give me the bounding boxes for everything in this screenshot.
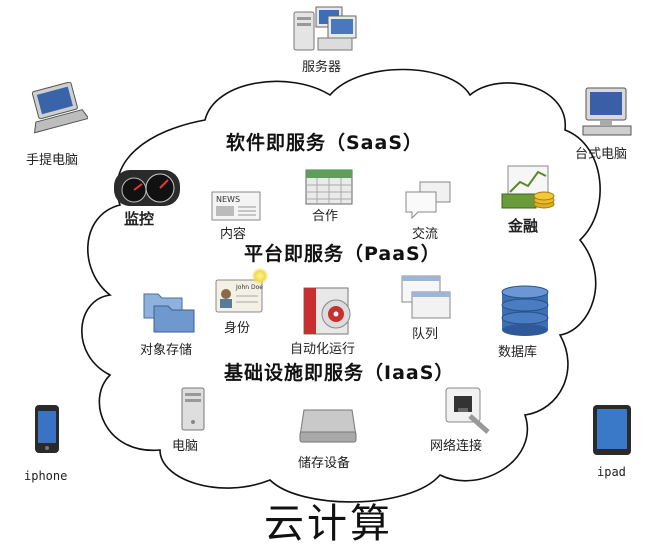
hard-drive-icon [299, 409, 357, 443]
ipad-label: ipad [597, 465, 626, 479]
speedometer-icon [114, 170, 180, 206]
database-icon [501, 285, 549, 336]
monitor-label: 监控 [124, 210, 155, 228]
chat-label: 交流 [412, 227, 439, 242]
page-title: 云计算 [264, 501, 393, 547]
calendar-icon [305, 169, 353, 205]
server-label: 服务器 [302, 60, 342, 75]
ethernet-port-icon [445, 387, 490, 434]
install-box-icon [303, 287, 351, 335]
iphone-icon [35, 405, 59, 453]
desktop-label: 台式电脑 [575, 147, 628, 162]
computer-tower-icon [181, 387, 205, 431]
storage-label: 对象存储 [140, 343, 193, 358]
finance-icon [501, 165, 555, 209]
iaas-heading: 基础设施即服务（IaaS） [224, 362, 455, 384]
iphone-label: iphone [24, 469, 68, 483]
folders-icon [143, 293, 195, 333]
database-label: 数据库 [498, 345, 538, 360]
storage-device-label: 储存设备 [298, 456, 351, 471]
content-label: 内容 [220, 227, 247, 242]
ipad-icon [593, 405, 631, 455]
desktop-icon [582, 87, 632, 136]
finance-label: 金融 [508, 217, 539, 235]
highlight-glow [252, 268, 268, 284]
identity-label: 身份 [224, 321, 251, 336]
computer-label: 电脑 [172, 439, 199, 454]
newspaper-icon: NEWS [211, 191, 261, 221]
network-label: 网络连接 [430, 439, 483, 454]
saas-heading: 软件即服务（SaaS） [226, 132, 424, 154]
paas-heading: 平台即服务（PaaS） [244, 243, 441, 265]
id-card-icon: John Doe [215, 279, 263, 313]
laptop-icon [31, 82, 88, 134]
queue-windows-icon [401, 275, 451, 319]
collab-label: 合作 [312, 209, 339, 224]
laptop-label: 手提电脑 [26, 153, 79, 168]
queue-label: 队列 [412, 327, 439, 342]
chat-bubbles-icon [405, 181, 451, 220]
automation-label: 自动化运行 [290, 342, 356, 357]
id-card-name: John Doe [235, 284, 263, 291]
news-text: NEWS [216, 195, 240, 204]
server-icon [293, 6, 357, 51]
